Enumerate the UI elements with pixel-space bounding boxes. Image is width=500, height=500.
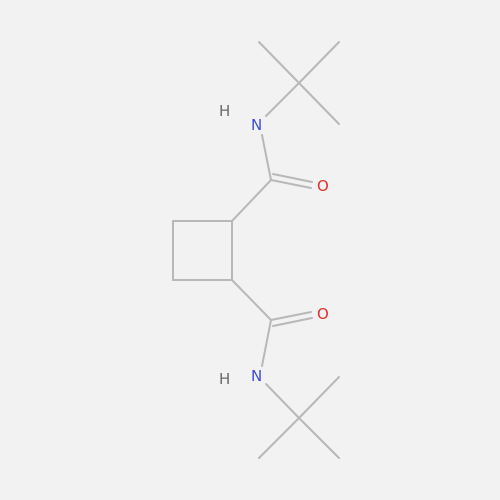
lower-carbonyl-to-nitrogen-bond [261,319,272,367]
lower-carbonyl-double-bond-b [272,317,313,327]
lower-tbutyl-methyl-bottom [298,417,340,459]
lower-tbutyl-methyl-left [258,417,300,459]
upper-hydrogen-label: H [219,102,230,120]
upper-amide-group: O N H [219,41,340,222]
lower-nitrogen-label: N [251,367,262,385]
lower-nitrogen-to-tbutyl-bond [265,383,300,419]
lower-ring-to-carbonyl-bond [231,279,272,321]
upper-carbonyl-double-bond-a [270,179,312,189]
lower-hydrogen-label: H [219,370,230,388]
upper-carbonyl-to-nitrogen-bond [261,134,272,181]
upper-nitrogen-to-tbutyl-bond [265,82,300,117]
upper-tbutyl-methyl-left [258,41,300,84]
upper-ring-to-carbonyl-bond [231,179,272,222]
lower-oxygen-label: O [317,305,329,323]
upper-oxygen-label: O [317,177,329,195]
upper-carbonyl-double-bond-b [272,173,313,183]
upper-tbutyl-methyl-top [298,41,340,84]
lower-tbutyl-methyl-right [298,376,340,419]
upper-nitrogen-label: N [251,116,262,134]
upper-tbutyl-methyl-right [298,82,340,125]
lower-carbonyl-double-bond-a [270,311,312,321]
lower-amide-group: O N H [219,279,340,459]
cyclobutane-ring [172,220,233,281]
